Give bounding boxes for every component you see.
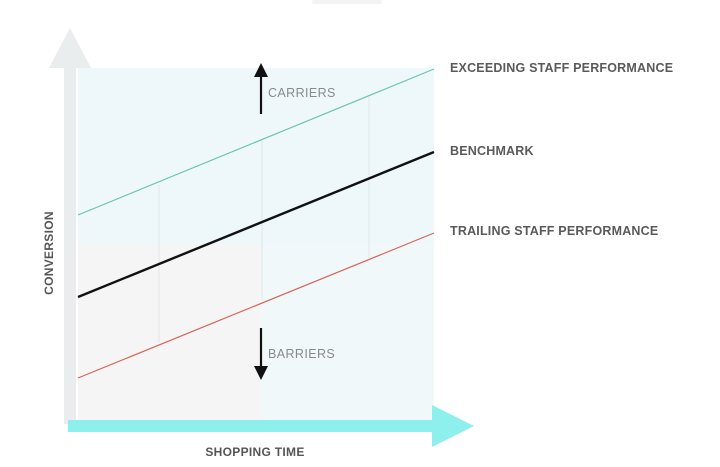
y-axis-bar [64, 62, 76, 424]
benchmark-label: BENCHMARK [450, 144, 534, 158]
barriers-label: BARRIERS [268, 347, 335, 361]
y-axis-arrowhead [49, 28, 91, 68]
exceeding-label: EXCEEDING STAFF PERFORMANCE [450, 61, 673, 75]
trailing-label: TRAILING STAFF PERFORMANCE [450, 224, 658, 238]
upper-band [78, 68, 434, 244]
exceeding-line [77, 68, 435, 216]
benchmark-line [77, 150, 435, 299]
carriers-label: CARRIERS [268, 86, 336, 100]
x-axis-bar [68, 420, 436, 432]
lower-left-band [78, 244, 261, 420]
x-axis-title: SHOPPING TIME [205, 445, 304, 459]
y-axis-title: CONVERSION [42, 211, 56, 295]
down-arrow-icon [254, 366, 268, 380]
up-arrow-icon [254, 63, 268, 77]
x-axis-arrowhead [432, 405, 474, 447]
trailing-line [77, 232, 435, 379]
lower-right-band [261, 244, 434, 420]
top-tab [312, 0, 382, 4]
